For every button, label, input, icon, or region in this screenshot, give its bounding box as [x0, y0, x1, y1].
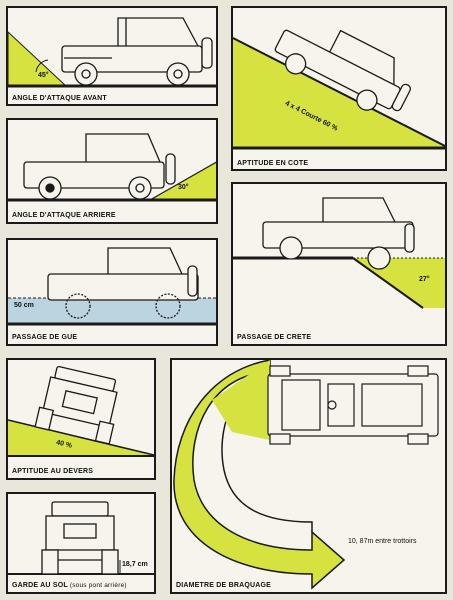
- caption-garde-au-sol-title: GARDE AU SOL: [12, 582, 68, 589]
- panel-angle-attaque-arriere: 30° ANGLE D'ATTAQUE ARRIERE: [6, 118, 218, 224]
- panel-aptitude-au-devers: 40 % APTITUDE AU DEVERS: [6, 358, 156, 480]
- turning-diameter-value: 10, 87m entre trottoirs: [348, 538, 417, 545]
- panel-angle-attaque-avant: 45° ANGLE D'ATTAQUE AVANT: [6, 6, 218, 106]
- panel-passage-de-crete: 27° PASSAGE DE CRETE: [231, 182, 447, 346]
- jeep-ground-clearance-illustration: [8, 501, 154, 575]
- ground-clearance-value: 18,7 cm: [122, 561, 148, 568]
- panel-garde-au-sol: 18,7 cm GARDE AU SOL (sous pont arrière): [6, 492, 156, 594]
- caption-garde-au-sol-note: (sous pont arrière): [69, 582, 127, 589]
- caption-angle-attaque-arriere: ANGLE D'ATTAQUE ARRIERE: [12, 212, 116, 219]
- jeep-crest-illustration: [233, 197, 445, 309]
- caption-angle-attaque-avant: ANGLE D'ATTAQUE AVANT: [12, 95, 107, 102]
- crest-angle-value: 27°: [419, 276, 430, 283]
- caption-diametre-de-braquage: DIAMETRE DE BRAQUAGE: [176, 582, 272, 589]
- caption-garde-au-sol: GARDE AU SOL (sous pont arrière): [12, 582, 127, 589]
- angle-arriere-value: 30°: [178, 184, 189, 191]
- jeep-hill-climb-illustration: [233, 29, 445, 150]
- angle-avant-value: 45°: [38, 72, 49, 79]
- jeep-side-slope-illustration: [8, 365, 154, 457]
- caption-aptitude-au-devers: APTITUDE AU DEVERS: [12, 468, 94, 475]
- turning-circle-illustration: [173, 360, 439, 590]
- water-depth-value: 50 cm: [14, 302, 34, 309]
- panel-diametre-de-braquage: 10, 87m entre trottoirs DIAMETRE DE BRAQ…: [170, 358, 447, 594]
- panel-passage-de-gue: 50 cm PASSAGE DE GUE: [6, 238, 218, 346]
- jeep-front-approach-illustration: [8, 17, 216, 88]
- jeep-wading-illustration: [8, 247, 216, 326]
- panel-aptitude-en-cote: 4 x 4 Courte 60 % APTITUDE EN COTE: [231, 6, 447, 171]
- caption-passage-de-gue: PASSAGE DE GUE: [12, 334, 78, 341]
- caption-passage-de-crete: PASSAGE DE CRETE: [237, 334, 312, 341]
- caption-aptitude-en-cote: APTITUDE EN COTE: [237, 160, 309, 167]
- jeep-rear-departure-illustration: [8, 133, 216, 202]
